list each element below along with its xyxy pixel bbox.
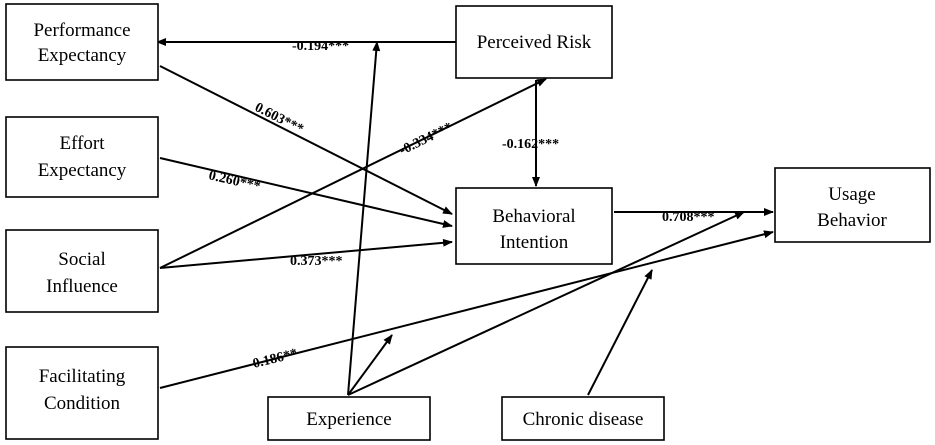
node-behavioral-intention: Behavioral Intention [455, 187, 613, 265]
edge-chronic-disease-to-intention-usage-path [587, 269, 653, 396]
node-experience: Experience [267, 396, 431, 441]
edge-experience-to-perceived-risk-path [347, 41, 381, 396]
node-label-line: Social [58, 249, 106, 270]
node-label-line: Influence [46, 276, 118, 297]
edge-social-influence-to-perceived-risk [159, 78, 547, 269]
node-usage-behavior: Usage Behavior [774, 167, 931, 243]
node-label-line: Perceived Risk [477, 32, 592, 53]
edge-facilitating-condition-to-usage-behavior [159, 230, 774, 389]
node-social-influence: Social Influence [5, 229, 159, 313]
node-label-line: Behavioral [492, 206, 575, 227]
node-chronic-disease: Chronic disease [501, 396, 665, 441]
coef-behavioral-intention-to-usage-behavior: 0.708*** [662, 210, 715, 225]
node-label-line: Effort [59, 133, 105, 154]
node-effort-expectancy: Effort Expectancy [5, 116, 159, 198]
node-label-line: Expectancy [38, 45, 127, 66]
coef-effort-expectancy-to-behavioral-intention: 0.260*** [207, 168, 262, 194]
node-performance-expectancy: Performance Expectancy [5, 3, 159, 81]
coef-perceived-risk-to-performance-expectancy: -0.194*** [292, 39, 349, 54]
edge-experience-to-facilitating-path [347, 334, 393, 396]
node-label-line: Behavior [817, 210, 887, 231]
edge-effort-expectancy-to-behavioral-intention [159, 157, 453, 228]
edge-experience-to-intention-usage-path [347, 211, 745, 396]
node-label-line: Performance [33, 20, 130, 41]
node-facilitating-condition: Facilitating Condition [5, 346, 159, 440]
coef-facilitating-condition-to-usage-behavior: 0.186** [251, 346, 299, 372]
node-label-line: Experience [306, 409, 391, 430]
coef-performance-expectancy-to-behavioral-intention: 0.603*** [252, 100, 306, 137]
node-label-line: Facilitating [39, 366, 126, 387]
coef-social-influence-to-perceived-risk: -0.334*** [397, 120, 455, 159]
node-perceived-risk: Perceived Risk [455, 5, 613, 79]
edge-performance-expectancy-to-behavioral-intention [159, 65, 453, 215]
node-label-line: Usage [828, 184, 875, 205]
node-label-line: Expectancy [38, 160, 127, 181]
coef-social-influence-to-behavioral-intention: 0.373*** [290, 254, 343, 269]
coef-perceived-risk-to-behavioral-intention: -0.162*** [502, 137, 559, 152]
edges [156, 38, 774, 396]
node-label-line: Intention [500, 232, 569, 253]
node-label-line: Chronic disease [523, 409, 644, 430]
node-label-line: Condition [44, 393, 121, 414]
edge-social-influence-to-behavioral-intention [159, 238, 453, 269]
